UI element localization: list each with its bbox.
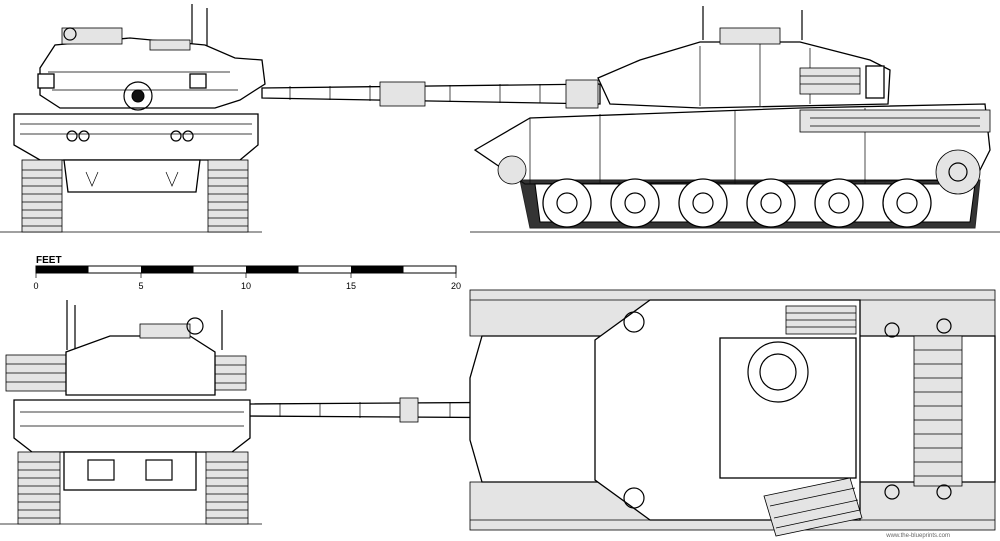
- scale-tick-0: 0: [33, 281, 38, 291]
- side-view: [261, 6, 1000, 233]
- scale-tick-20: 20: [451, 281, 461, 291]
- front-view: [0, 4, 266, 233]
- scale-bar-label: FEET: [36, 255, 62, 266]
- rear-view: [0, 300, 595, 525]
- scale-tick-10: 10: [241, 281, 251, 291]
- scale-tick-15: 15: [346, 281, 356, 291]
- scale-tick-5: 5: [138, 281, 143, 291]
- top-view: [469, 289, 996, 537]
- watermark-text: www.the-blueprints.com: [885, 533, 950, 539]
- scale-bar: FEET 0 5 10 15 20: [33, 255, 461, 291]
